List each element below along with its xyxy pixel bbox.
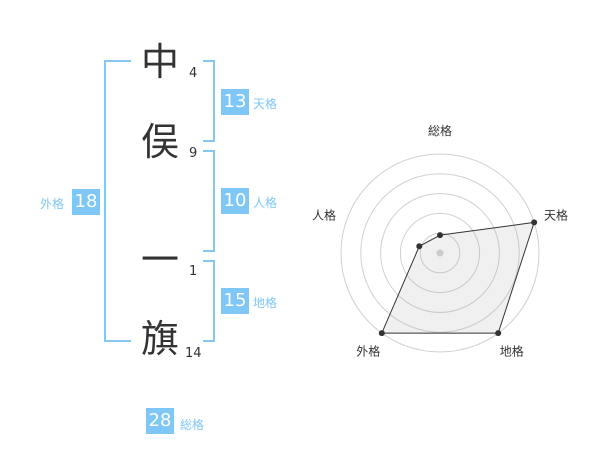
radar-axis-label-5: 人格 (312, 207, 336, 222)
radar-axis-label-2: 天格 (544, 207, 568, 222)
name-char-2: 俣 (141, 120, 180, 164)
radar-point-4 (378, 330, 385, 337)
jinkaku-value: 10 (221, 188, 249, 214)
radar-axis-label-1: 総格 (428, 123, 452, 138)
chikaku-value: 15 (221, 288, 249, 314)
radar-ring-3 (380, 193, 500, 313)
radar-ring-2 (399, 212, 481, 294)
radar-point-2 (531, 219, 538, 226)
radar-point-1 (437, 232, 443, 239)
name-char-1: 中 (141, 40, 180, 84)
radar-point-3 (495, 330, 502, 337)
chikaku-label: 地格 (253, 296, 278, 310)
gaikaku-label: 外格 (40, 197, 65, 211)
name-char-3: 一 (141, 238, 180, 282)
soukaku-label: 総格 (180, 418, 205, 432)
radar-axis-label-4: 外格 (356, 344, 380, 359)
stroke-count-3: 1 (189, 264, 198, 279)
gaikaku-bracket (104, 60, 131, 342)
stroke-count-2: 9 (189, 146, 198, 161)
jinkaku-bracket (203, 150, 215, 252)
stroke-count-4: 14 (185, 346, 202, 361)
radar-axis-label-3: 地格 (500, 344, 524, 359)
tenkaku-label: 天格 (253, 97, 278, 111)
soukaku-value: 28 (146, 408, 174, 434)
radar-polygon (381, 221, 535, 334)
tenkaku-value: 13 (221, 89, 249, 115)
name-char-4: 旗 (141, 317, 180, 361)
radar-center-point (436, 249, 444, 257)
radar-point-5 (416, 243, 423, 250)
chikaku-bracket (203, 260, 215, 342)
jinkaku-label: 人格 (253, 196, 278, 210)
gaikaku-value: 18 (72, 189, 100, 215)
tenkaku-bracket (203, 60, 215, 142)
radar-ring-5 (340, 153, 540, 353)
stroke-count-1: 4 (189, 66, 198, 81)
radar-ring-4 (360, 173, 520, 333)
